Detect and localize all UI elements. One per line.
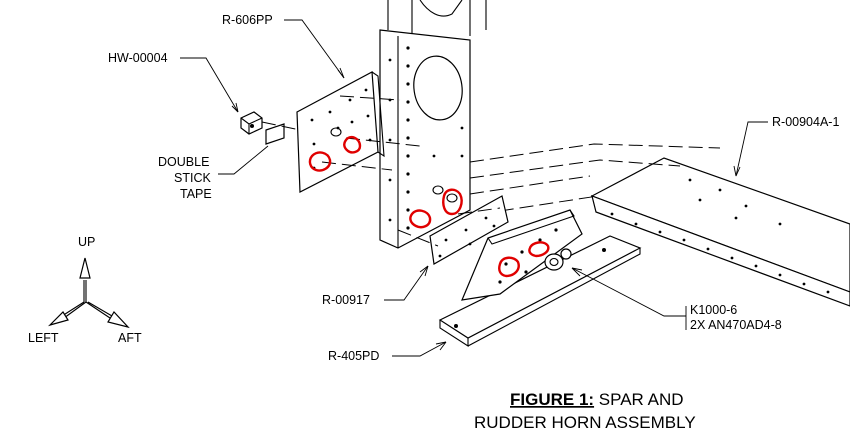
nutplate-hw00004 — [240, 111, 301, 145]
left-arrow-icon — [47, 311, 69, 327]
markup-circle-5 — [498, 256, 520, 278]
label-k1000-line2: 2X AN470AD4-8 — [690, 318, 782, 332]
aft-arrow-icon — [107, 311, 130, 329]
label-r606pp: R-606PP — [222, 13, 273, 27]
figure-caption-bold: FIGURE 1: — [510, 390, 594, 409]
axis-up-label: UP — [78, 235, 95, 249]
markup-circles — [308, 135, 550, 278]
up-arrow-icon — [79, 257, 91, 279]
label-tape-line3: TAPE — [180, 187, 212, 201]
markup-circle-4 — [442, 188, 463, 216]
label-r405pd: R-405PD — [328, 349, 379, 363]
axis-left-label: LEFT — [28, 331, 59, 345]
figure-caption-line2: RUDDER HORN ASSEMBLY — [474, 413, 696, 432]
figure-caption-rest: SPAR AND — [594, 390, 683, 409]
markup-circle-1 — [308, 151, 332, 172]
label-r00904a1: R-00904A-1 — [772, 115, 839, 129]
rudder-horn-r405pd — [438, 209, 642, 348]
label-k1000-line1: K1000-6 — [690, 303, 737, 317]
plate-r00917 — [397, 195, 509, 265]
label-tape-line2: STICK — [174, 171, 211, 185]
axis-aft-label: AFT — [118, 331, 142, 345]
figure-caption-line1: FIGURE 1: SPAR AND — [510, 390, 684, 409]
leader-lines — [180, 19, 768, 357]
rear-spar-r00904a1 — [469, 143, 850, 307]
markup-circle-6 — [528, 241, 550, 258]
label-tape-line1: DOUBLE — [158, 155, 209, 169]
label-hw00004: HW-00004 — [108, 51, 168, 65]
orientation-triad — [47, 257, 130, 329]
label-r00917: R-00917 — [322, 293, 370, 307]
vertical-spar — [379, 0, 487, 249]
markup-circle-2 — [343, 135, 362, 154]
markup-circle-3 — [409, 209, 432, 229]
